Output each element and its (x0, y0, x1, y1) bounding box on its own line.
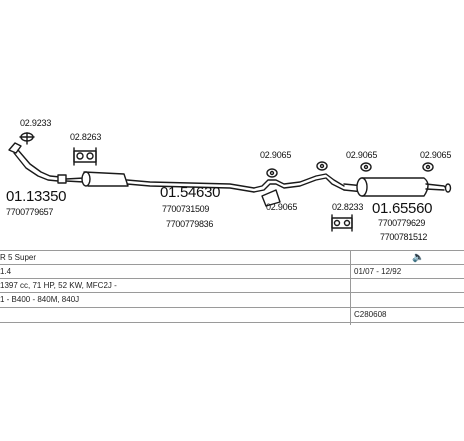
model-cell: R 5 Super (0, 253, 37, 262)
table-row-spec: 1397 cc, 71 HP, 52 KW, MFC2J - (0, 279, 464, 293)
table-row-engine: 1.4 01/07 - 12/92 (0, 265, 464, 279)
part-code-hanger-4: 02.9065 (420, 150, 452, 160)
front-pipe-drawing (8, 142, 67, 184)
part-code-clamp-1: 02.9233 (20, 118, 52, 128)
spec-cell: 1397 cc, 71 HP, 52 KW, MFC2J - (0, 281, 117, 290)
catalog-code-cell: C280608 (354, 310, 387, 319)
part-code-hanger-1: 02.9065 (260, 150, 292, 160)
table-row-catalog: C280608 (0, 308, 464, 323)
middle-silencer-drawing (65, 171, 255, 193)
speaker-icon[interactable]: 🔈 (412, 252, 425, 263)
rear-silencer-drawing (343, 177, 452, 197)
hanger-drawing-2 (316, 161, 328, 171)
table-divider (350, 250, 351, 325)
clamp-drawing-3 (331, 214, 353, 232)
part-code-clamp-3: 02.8233 (332, 202, 364, 212)
date-range-cell: 01/07 - 12/92 (354, 267, 402, 276)
part-code-middle-silencer: 01.54630 (160, 184, 221, 201)
clamp-drawing-2 (73, 147, 97, 166)
hanger-drawing-1 (266, 168, 278, 178)
part-code-rear-silencer: 01.65560 (372, 200, 433, 217)
table-row-type: 1 - B400 - 840M, 840J (0, 293, 464, 308)
part-code-front-pipe: 01.13350 (6, 188, 67, 205)
clamp-drawing-1 (19, 132, 35, 145)
engine-cell: 1.4 (0, 267, 12, 276)
ref-middle-silencer-1: 7700731509 (162, 204, 210, 214)
part-code-hanger-2: 02.9065 (266, 202, 298, 212)
hanger-drawing-4 (422, 162, 434, 172)
hanger-drawing-3 (360, 162, 372, 172)
type-cell: 1 - B400 - 840M, 840J (0, 295, 80, 304)
part-code-clamp-2: 02.8263 (70, 132, 102, 142)
part-code-hanger-3: 02.9065 (346, 150, 378, 160)
table-top-border (0, 250, 464, 251)
ref-front-pipe: 7700779657 (6, 207, 54, 217)
exhaust-diagram (8, 132, 452, 232)
rear-pipe-drawing (253, 173, 345, 207)
ref-rear-silencer-1: 7700779629 (378, 218, 426, 228)
table-row-model: R 5 Super (0, 251, 464, 265)
ref-middle-silencer-2: 7700779836 (166, 219, 214, 229)
ref-rear-silencer-2: 7700781512 (380, 232, 428, 242)
